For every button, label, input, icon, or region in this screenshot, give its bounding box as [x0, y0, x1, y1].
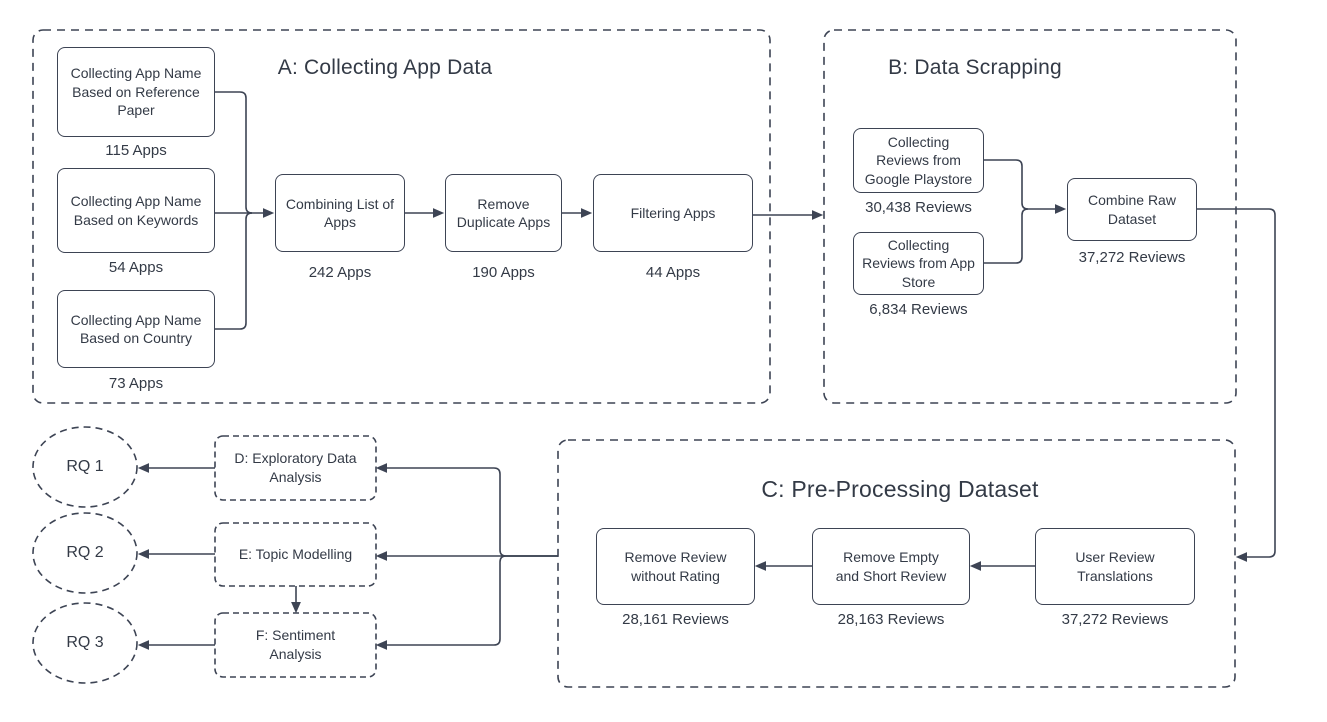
node-translations: User Review Translations	[1035, 528, 1195, 605]
node-appstore-caption: 6,834 Reviews	[869, 301, 968, 318]
node-refpaper: Collecting App Name Based on Reference P…	[57, 47, 215, 137]
rq2-label: RQ 2	[66, 544, 104, 561]
process-d-label: D: Exploratory Data Analysis	[234, 450, 357, 485]
node-translations-caption: 37,272 Reviews	[1061, 611, 1169, 628]
node-removerating-caption: 28,161 Reviews	[622, 611, 729, 628]
section-b-frame	[823, 29, 1237, 404]
node-duplicate-caption: 190 Apps	[472, 264, 535, 281]
rq3-label: RQ 3	[66, 634, 104, 651]
rq3-ellipse	[32, 602, 138, 684]
node-duplicate: Remove Duplicate Apps	[445, 174, 562, 252]
node-combining-caption: 242 Apps	[308, 264, 372, 281]
node-keywords-caption: 54 Apps	[108, 259, 164, 276]
rq2-ellipse	[32, 512, 138, 594]
node-country: Collecting App Name Based on Country	[57, 290, 215, 368]
section-c-frame	[557, 439, 1236, 688]
node-combining: Combining List of Apps	[275, 174, 405, 252]
node-combineraw-caption: 37,272 Reviews	[1078, 249, 1186, 266]
section-b-title: B: Data Scrapping	[888, 56, 1062, 79]
arrow-b-to-c	[1197, 208, 1276, 562]
node-refpaper-caption: 115 Apps	[105, 142, 167, 159]
node-filtering-caption: 44 Apps	[645, 264, 701, 281]
section-c-title: C: Pre-Processing Dataset	[761, 476, 1039, 502]
rq1-ellipse	[32, 426, 138, 508]
arrow-c-to-f	[375, 555, 558, 650]
node-playstore-caption: 30,438 Reviews	[865, 199, 972, 216]
section-a-frame	[32, 29, 771, 404]
connector-playstore-merge	[984, 159, 1029, 210]
process-e-label: E: Topic Modelling	[238, 546, 353, 563]
node-playstore: Collecting Reviews from Google Playstore	[853, 128, 984, 193]
node-filtering: Filtering Apps	[593, 174, 753, 252]
node-keywords: Collecting App Name Based on Keywords	[57, 168, 215, 253]
process-f-label: F: Sentiment Analysis	[255, 627, 336, 662]
rq1-label: RQ 1	[66, 458, 104, 475]
node-country-caption: 73 Apps	[108, 375, 164, 392]
node-removeempty-caption: 28,163 Reviews	[837, 611, 945, 628]
node-appstore: Collecting Reviews from App Store	[853, 232, 984, 295]
section-a-title: A: Collecting App Data	[277, 56, 493, 79]
arrow-c-to-d	[375, 463, 558, 557]
node-removerating: Remove Review without Rating	[596, 528, 755, 605]
connector-appstore-merge	[984, 208, 1029, 264]
node-combineraw: Combine Raw Dataset	[1067, 178, 1197, 241]
node-removeempty: Remove Empty and Short Review	[812, 528, 970, 605]
